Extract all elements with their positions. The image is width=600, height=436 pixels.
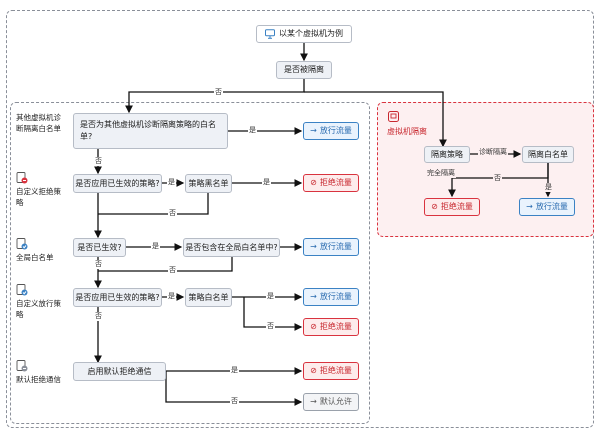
- result-deny-label: 拒绝流量: [319, 178, 352, 187]
- section-custom-allow-label: 自定义放行策略: [16, 299, 61, 319]
- result-allow: →放行流量: [303, 122, 359, 140]
- result-allow-label: 放行流量: [535, 202, 568, 211]
- node-isolation-whitelist: 隔离白名单: [522, 146, 574, 163]
- edge-label-no: 否: [94, 312, 103, 321]
- decision-isolated-label: 是否被隔离: [284, 65, 324, 74]
- block-icon: ⊘: [310, 322, 317, 331]
- section-global-allow: 全局白名单: [16, 238, 68, 263]
- edge-label-yes: 是: [262, 178, 271, 187]
- node-apply-default-deny-label: 启用默认拒绝通信: [87, 366, 152, 376]
- node-deny-list-label: 策略黑名单: [188, 178, 229, 188]
- node-allow-policy-check-label: 是否应用已生效的策略?: [75, 292, 160, 302]
- node-deny-policy-check: 是否应用已生效的策略?: [73, 174, 162, 193]
- edge-label-yes: 是: [544, 183, 553, 192]
- node-other-vm-whitelist-label: 是否为其他虚拟机诊断隔离策略的白名单?: [80, 120, 216, 141]
- result-deny-label: 拒绝流量: [319, 366, 352, 375]
- node-isolation-policy-label: 隔离策略: [431, 149, 463, 159]
- node-allow-list-label: 策略白名单: [188, 292, 229, 302]
- result-deny-label: 拒绝流量: [440, 202, 473, 211]
- edge-label-no: 否: [94, 260, 103, 269]
- vm-isolation-icon: [388, 111, 399, 122]
- edge-label-yes: 是: [230, 366, 239, 375]
- vm-isolation-title: 虚拟机隔离: [387, 127, 427, 136]
- node-global-whitelist-check: 是否包含在全局白名单中?: [183, 238, 280, 257]
- edge-label-no: 否: [94, 157, 103, 166]
- section-custom-deny-label: 自定义拒绝策略: [16, 187, 61, 207]
- section-custom-allow: 自定义放行策略: [16, 284, 68, 320]
- block-icon: ⊘: [431, 202, 438, 211]
- arrow-right-icon: →: [526, 202, 533, 211]
- edge-global-no: [98, 257, 233, 272]
- result-default-allow-label: 默认允许: [319, 397, 352, 406]
- edge-label-no: 否: [230, 397, 239, 406]
- node-apply-default-deny: 启用默认拒绝通信: [73, 362, 166, 381]
- edge-default-no: [165, 371, 303, 406]
- edge-label-no: 否: [493, 174, 502, 183]
- result-deny: ⊘拒绝流量: [303, 174, 359, 192]
- arrow-right-icon: →: [310, 126, 317, 135]
- result-allow-label: 放行流量: [319, 292, 352, 301]
- node-effective-check: 是否已生效?: [73, 238, 126, 257]
- result-allow-label: 放行流量: [319, 242, 352, 251]
- result-allow: →放行流量: [303, 288, 359, 306]
- decision-isolated: 是否被隔离: [276, 61, 332, 79]
- section-other-vm: 其他虚拟机诊断隔离白名单: [16, 112, 68, 134]
- edge-label-yes: 是: [167, 292, 176, 301]
- deny-policy-icon: [16, 172, 28, 184]
- traffic-check-group: [10, 102, 370, 424]
- section-global-allow-label: 全局白名单: [16, 253, 54, 262]
- section-default-deny-label: 默认拒绝通信: [16, 375, 61, 384]
- result-deny: ⊘拒绝流量: [303, 362, 359, 380]
- section-custom-deny: 自定义拒绝策略: [16, 172, 68, 208]
- edge-label-no: 否: [266, 322, 275, 331]
- edge-label-yes: 是: [248, 126, 257, 135]
- arrow-right-icon: →: [310, 242, 317, 251]
- edge-allowlist-no: [243, 297, 303, 331]
- default-deny-icon: [16, 360, 28, 372]
- edge-label-yes: 是: [167, 178, 176, 187]
- allow-policy-icon: [16, 284, 28, 296]
- arrow-right-icon: →: [310, 397, 317, 406]
- node-allow-list: 策略白名单: [185, 288, 232, 307]
- section-default-deny: 默认拒绝通信: [16, 360, 68, 385]
- start-node: 以某个虚拟机为例: [256, 25, 352, 43]
- result-allow: →放行流量: [519, 198, 575, 216]
- edge-label-no: 否: [214, 88, 223, 97]
- result-deny-label: 拒绝流量: [319, 322, 352, 331]
- edge-label-diagnostic: 诊断隔离: [478, 148, 508, 157]
- result-allow: →放行流量: [303, 238, 359, 256]
- node-isolation-whitelist-label: 隔离白名单: [528, 149, 568, 159]
- node-effective-check-label: 是否已生效?: [77, 242, 122, 252]
- edge-isolated-yes: [304, 91, 447, 148]
- node-allow-policy-check: 是否应用已生效的策略?: [73, 288, 162, 307]
- block-icon: ⊘: [310, 178, 317, 187]
- monitor-icon: [265, 29, 275, 39]
- edge-denylist-no: [98, 193, 209, 215]
- edge-label-yes: 是: [151, 242, 160, 251]
- edge-label-full-isolation: 完全隔离: [426, 169, 456, 178]
- node-deny-list: 策略黑名单: [185, 174, 232, 193]
- edge-label-no: 否: [168, 266, 177, 275]
- result-default-allow: →默认允许: [303, 393, 359, 411]
- allow-list-icon: [16, 238, 28, 250]
- block-icon: ⊘: [310, 366, 317, 375]
- edge-label-no: 否: [168, 209, 177, 218]
- node-global-whitelist-check-label: 是否包含在全局白名单中?: [185, 242, 278, 252]
- start-label: 以某个虚拟机为例: [279, 29, 343, 38]
- node-deny-policy-check-label: 是否应用已生效的策略?: [75, 178, 160, 188]
- node-other-vm-whitelist: 是否为其他虚拟机诊断隔离策略的白名单?: [73, 113, 228, 149]
- result-deny: ⊘拒绝流量: [303, 318, 359, 336]
- node-isolation-policy: 隔离策略: [424, 146, 470, 163]
- result-deny: ⊘拒绝流量: [424, 198, 480, 216]
- edge-label-yes: 是: [266, 292, 275, 301]
- result-allow-label: 放行流量: [319, 126, 352, 135]
- arrow-right-icon: →: [310, 292, 317, 301]
- section-other-vm-label: 其他虚拟机诊断隔离白名单: [16, 113, 61, 133]
